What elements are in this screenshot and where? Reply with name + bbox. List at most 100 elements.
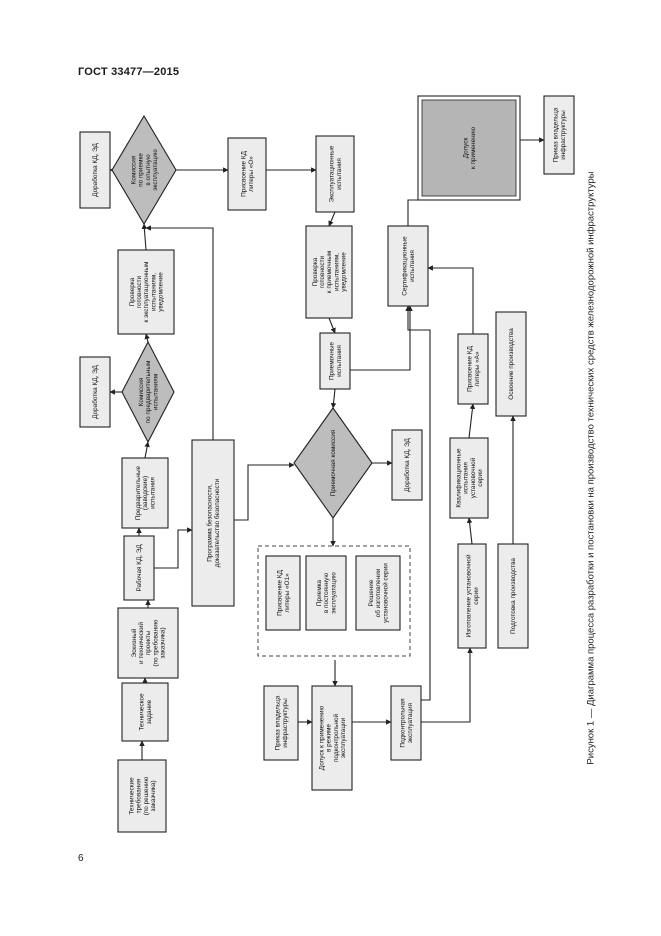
node-label: Техническиетребования(по решениюзаказчик… — [128, 776, 157, 815]
node-prelim-tests: Предварительные(заводские)испытания — [121, 457, 169, 529]
node-label: Приказ владельцаинфраструктуры — [553, 107, 567, 162]
flow-connector — [145, 225, 214, 440]
node-label: Доработка КД, ЭД — [403, 438, 411, 492]
node-label: Доработка КД, ЭД — [91, 365, 99, 419]
flow-connector — [144, 441, 150, 459]
flow-connector — [468, 403, 476, 439]
node-oper-tests: Эксплуатационныеиспытания — [315, 135, 355, 213]
process-shape — [79, 356, 111, 428]
node-label: Подконтрольнаяэксплуатация — [400, 698, 414, 748]
node-label: Приемочная комиссия — [330, 429, 337, 496]
process-shape — [191, 439, 235, 607]
node-rework2: Доработка КД, ЭД — [79, 131, 111, 209]
figure-caption-text: Рисунок 1 — Диаграмма процесса разработк… — [585, 171, 597, 765]
decision-shape — [293, 407, 373, 519]
node-readiness2: Проверкаготовностик приемочнымиспытаниям… — [305, 225, 353, 319]
process-shape — [390, 685, 422, 761]
process-shape — [123, 535, 155, 601]
node-label: Комиссияпо предварительнымиспытаниям — [138, 361, 159, 424]
node-label: Сертификационныеиспытания — [402, 236, 416, 296]
node-label: Программа безопасности,доказательство бе… — [206, 478, 221, 567]
process-shape — [121, 457, 169, 529]
node-label: Приемкав постояннуюэксплуатацию — [316, 572, 337, 614]
flow-connector — [466, 517, 473, 545]
node-tech-req: Техническиетребования(по решениюзаказчик… — [117, 759, 167, 833]
node-prod-prep: Подготовка производства — [497, 543, 529, 649]
process-shape — [227, 137, 267, 211]
decision-shape — [111, 114, 177, 226]
node-accept-tests: Приемочныеиспытания — [319, 332, 351, 390]
node-cert-tests: Сертификационныеиспытания — [387, 225, 429, 307]
process-shape — [117, 759, 167, 833]
node-rework3: Доработка КД, ЭД — [391, 429, 423, 501]
decision-shape — [121, 340, 175, 444]
node-label: Решениеоб изготовленииустановочной серии — [368, 563, 389, 623]
node-accept-perm: Приемкав постояннуюэксплуатацию — [305, 555, 347, 631]
node-label: Эксплуатационныеиспытания — [329, 145, 343, 202]
process-shape — [121, 682, 169, 742]
node-trial-comm: Комиссияпо приемкев опытнуюэксплуатацию — [111, 114, 177, 226]
node-label: Техническоезадание — [139, 693, 153, 731]
process-shape — [265, 555, 301, 631]
node-safety: Программа безопасности,доказательство бе… — [191, 439, 235, 607]
node-label: Присвоение КДлитеры «О» — [241, 150, 255, 196]
flow-connector — [144, 333, 150, 343]
flow-connector — [234, 462, 295, 521]
node-label: Проверкаготовностик эксплуатационнымиспы… — [129, 262, 165, 323]
process-shape — [305, 555, 347, 631]
node-rework1: Доработка КД, ЭД — [79, 356, 111, 428]
node-owner-order1: Приказ владельцаинфраструктуры — [263, 685, 299, 761]
flow-connector — [154, 527, 193, 569]
node-prod-master: Освоение производства — [495, 311, 527, 417]
process-shape — [319, 332, 351, 390]
node-label: Комиссияпо приемкев опытнуюэксплуатацию — [130, 149, 159, 191]
node-prelim-comm: Комиссияпо предварительнымиспытаниям — [121, 340, 175, 444]
node-qual-tests: Квалификационныеиспытанияустановочнойсер… — [449, 437, 489, 519]
node-label: Присвоение КДлитеры «А» — [467, 345, 481, 391]
figure-caption: Рисунок 1 — Диаграмма процесса разработк… — [583, 148, 599, 788]
process-shape — [117, 249, 175, 335]
node-owner-order2: Приказ владельцаинфраструктуры — [543, 95, 575, 175]
node-label: Эскизныйи техническийпроекты(по требован… — [130, 619, 167, 666]
node-label: Доработка КД, ЭД — [91, 143, 99, 197]
process-shape — [263, 685, 299, 761]
node-label: Допускк применению — [463, 127, 477, 169]
node-control-oper: Подконтрольнаяэксплуатация — [390, 685, 422, 761]
node-assign-o1: Присвоение КДлитеры «О1» — [265, 555, 301, 631]
flow-connector — [328, 211, 336, 227]
process-shape — [79, 131, 111, 209]
process-shape — [543, 95, 575, 175]
node-label: Подготовка производства — [510, 558, 517, 634]
standard-header: ГОСТ 33477—2015 — [78, 66, 180, 78]
flow-connector — [330, 388, 337, 409]
flow-connector — [141, 223, 148, 251]
node-batch-make: Изготовление установочнойсерии — [457, 543, 487, 649]
node-admission: Допускк применению — [417, 95, 521, 201]
node-label: Рабочая КД, ЭД — [135, 544, 143, 592]
node-label: Проверкаготовностик приемочнымиспытаниям… — [312, 251, 348, 293]
process-shape — [457, 333, 489, 405]
node-label: Приказ владельцаинфраструктуры — [275, 695, 289, 750]
node-sketch: Эскизныйи техническийпроекты(по требован… — [117, 607, 179, 679]
process-shape — [387, 225, 429, 307]
o1-dashed-group — [257, 545, 411, 657]
process-shape — [449, 437, 489, 519]
node-label: Допуск к применениюв режимеподконтрольно… — [318, 706, 347, 771]
flow-connector — [421, 647, 473, 723]
node-label: Изготовление установочнойсерии — [465, 554, 480, 637]
flow-connector — [350, 305, 413, 371]
flow-connector — [328, 317, 336, 334]
node-label: Квалификационныеиспытанияустановочнойсер… — [455, 448, 484, 508]
process-shape — [391, 429, 423, 501]
process-shape — [117, 607, 179, 679]
process-shape — [495, 311, 527, 417]
node-label: Присвоение КДлитеры «О1» — [277, 569, 291, 615]
process-shape — [311, 685, 353, 791]
node-assign-a: Присвоение КДлитеры «А» — [457, 333, 489, 405]
flow-connector — [427, 265, 474, 334]
node-label: Освоение производства — [508, 328, 515, 400]
process-shape — [457, 543, 487, 649]
flow-connector — [405, 305, 431, 701]
process-shape — [355, 555, 401, 631]
